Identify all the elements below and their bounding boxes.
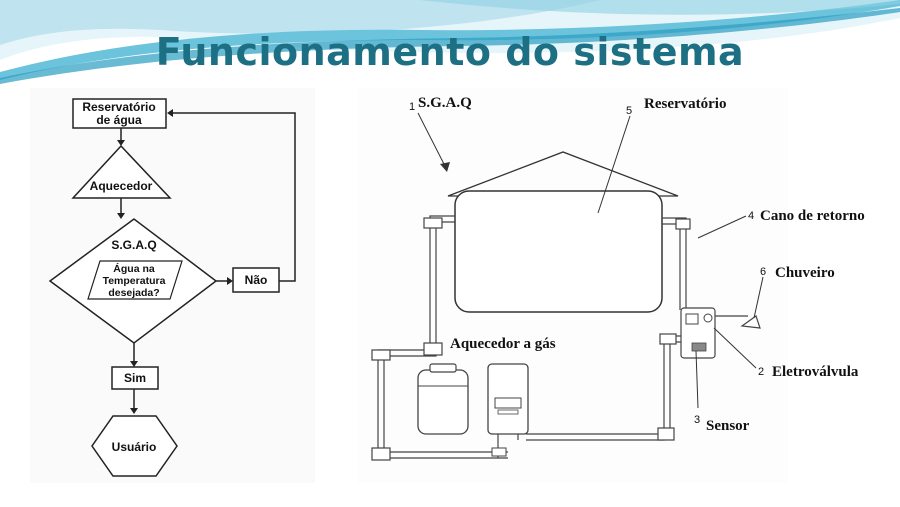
num-sgaq: 1 <box>409 101 415 113</box>
label-sensor: Sensor <box>706 418 750 434</box>
flow-sim-label: Sim <box>124 371 146 385</box>
flow-nao-box: Não <box>232 267 280 293</box>
leader-chuveiro <box>753 276 764 319</box>
label-eletrovalvula: Eletroválvula <box>772 364 859 380</box>
flow-nao-label: Não <box>245 273 268 287</box>
num-cano-retorno: 4 <box>748 210 754 222</box>
flow-question-line1: Água na <box>113 262 155 275</box>
num-eletrovalvula: 2 <box>758 366 764 378</box>
num-sensor: 3 <box>694 414 700 426</box>
flow-reservatorio-line2: de água <box>96 113 142 127</box>
flowchart-diagram: Reservatório de água Aquecedor S.G.A.Q Á… <box>30 88 315 483</box>
shower <box>715 315 761 329</box>
flow-reservatorio-line1: Reservatório <box>82 100 155 114</box>
flow-sgaq-decision: S.G.A.Q Água na Temperatura desejada? <box>48 218 218 344</box>
gas-cylinder <box>417 363 469 435</box>
flow-question-line3: desejada? <box>108 287 159 299</box>
label-cano-retorno: Cano de retorno <box>760 208 865 224</box>
num-reservatorio: 5 <box>626 105 632 117</box>
reservoir-tank <box>454 190 663 313</box>
label-aquecedor-gas: Aquecedor a gás <box>450 336 556 352</box>
leader-cano-retorno <box>697 215 747 239</box>
header-wave-decoration <box>0 0 900 84</box>
leader-reservatorio <box>597 115 631 214</box>
flow-sim-box: Sim <box>111 366 159 390</box>
leader-sensor <box>695 350 699 409</box>
gas-heater <box>487 363 529 458</box>
flow-usuario-label: Usuário <box>112 440 157 454</box>
leader-eletrovalvula <box>713 327 757 369</box>
page-title: Funcionamento do sistema <box>155 30 745 74</box>
supply-pipe <box>371 215 508 461</box>
flow-aquecedor-triangle: Aquecedor <box>71 144 172 199</box>
flow-sgaq-label: S.G.A.Q <box>111 238 156 252</box>
flow-usuario-hexagon: Usuário <box>91 415 178 477</box>
leader-sgaq <box>417 112 447 169</box>
return-pipe <box>526 217 693 441</box>
flow-reservatorio-box: Reservatório de água <box>72 98 167 129</box>
flow-question-line2: Temperatura <box>103 275 166 287</box>
num-chuveiro: 6 <box>760 266 766 278</box>
label-reservatorio: Reservatório <box>644 96 726 112</box>
flow-aquecedor-label: Aquecedor <box>90 179 153 193</box>
label-sgaq: S.G.A.Q <box>418 95 472 111</box>
system-diagram: 1 S.G.A.Q 5 Reservatório 4 Cano de retor… <box>358 88 865 483</box>
valve-sensor-unit <box>680 307 716 359</box>
label-chuveiro: Chuveiro <box>775 265 835 281</box>
